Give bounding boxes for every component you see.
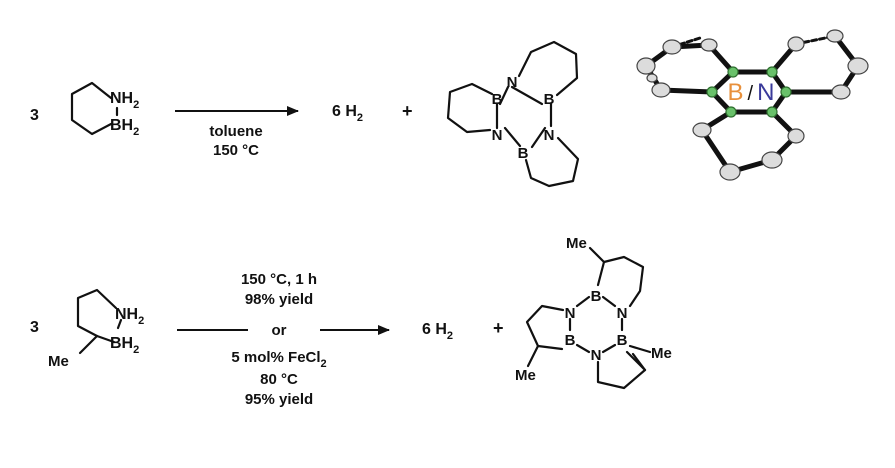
- r1-crystal-b-label: B: [728, 79, 744, 106]
- r1-coefficient: 3: [30, 107, 39, 124]
- r1-product-atom-n-top: N: [507, 74, 518, 91]
- r2-product-atom-n-left-top: N: [565, 305, 576, 322]
- r1-temperature: 150 °C: [213, 142, 259, 159]
- r2-product-methyl-left: Me: [515, 367, 536, 384]
- r1-reactant-azaborinane: NH2 BH2: [70, 81, 139, 138]
- svg-text:5 mol% FeCl2: 5 mol% FeCl2: [231, 349, 326, 370]
- r2-product-methyl-right: Me: [651, 345, 672, 362]
- reaction-1: 3 NH2 BH2 toluene 150 °C 6 H2 +: [30, 29, 869, 188]
- r1-reactant-bh-sub: 2: [133, 126, 139, 138]
- svg-text:NH2: NH2: [110, 90, 139, 111]
- r1-h2-label: 6 H: [332, 103, 357, 120]
- r2-catalyst-sub: 2: [321, 358, 327, 370]
- r2-conditions-top-1: 150 °C, 1 h: [241, 271, 317, 288]
- r2-reactant-bh-sub: 2: [133, 344, 139, 356]
- r2-product-borazine: B N N B B N Me Me Me: [515, 235, 672, 390]
- svg-text:6 H2: 6 H2: [332, 103, 363, 124]
- r1-crystal-n-label: N: [757, 79, 774, 106]
- r1-solvent: toluene: [209, 123, 262, 140]
- r1-product-atom-n-right: N: [544, 127, 555, 144]
- r1-reactant-nh-sub: 2: [133, 99, 139, 111]
- r2-yield: 95% yield: [245, 391, 313, 408]
- r2-coefficient: 3: [30, 319, 39, 336]
- r2-catalyst: 5 mol% FeCl: [231, 349, 320, 366]
- r2-product-atom-b-top: B: [591, 288, 602, 305]
- r2-reactant-bh: BH: [110, 335, 133, 352]
- svg-text:BH2: BH2: [110, 335, 139, 356]
- r1-crystal-structure: B/N: [636, 29, 869, 181]
- r2-temperature: 80 °C: [260, 371, 298, 388]
- r1-product-atom-n-left: N: [492, 127, 503, 144]
- svg-text:B/N: B/N: [728, 79, 775, 106]
- r1-plus: +: [402, 101, 413, 121]
- r2-or-label: or: [272, 322, 287, 339]
- r2-plus: +: [493, 318, 504, 338]
- r1-h2-sub: 2: [357, 112, 363, 124]
- svg-text:6 H2: 6 H2: [422, 321, 453, 342]
- reaction-2: 3 NH2 BH2 Me 150 °C, 1 h 98% yield or 5 …: [30, 235, 672, 408]
- r2-h2-sub: 2: [447, 330, 453, 342]
- r2-conditions-top-2: 98% yield: [245, 291, 313, 308]
- r1-product-atom-b-right: B: [544, 91, 555, 108]
- r1-product-atom-b-bottom: B: [518, 145, 529, 162]
- r1-reactant-bh: BH: [110, 117, 133, 134]
- svg-text:NH2: NH2: [115, 306, 144, 327]
- r2-h2-label: 6 H: [422, 321, 447, 338]
- r2-product-atom-n-right-top: N: [617, 305, 628, 322]
- r1-product-borazine: N B B N N B: [446, 40, 580, 188]
- r2-product-atom-b-right: B: [617, 332, 628, 349]
- r2-product-atom-n-bottom: N: [591, 347, 602, 364]
- r1-reactant-nh: NH: [110, 90, 133, 107]
- svg-text:BH2: BH2: [110, 117, 139, 138]
- r1-crystal-slash: /: [748, 83, 754, 105]
- r2-reactant-nh-sub: 2: [138, 315, 144, 327]
- r2-reactant-nh: NH: [115, 306, 138, 323]
- r2-reactant-azaborolidine: NH2 BH2 Me: [48, 288, 144, 370]
- r2-product-atom-b-left: B: [565, 332, 576, 349]
- r2-reactant-methyl: Me: [48, 353, 69, 370]
- r1-product-atom-b-left: B: [492, 91, 503, 108]
- r2-product-methyl-top: Me: [566, 235, 587, 252]
